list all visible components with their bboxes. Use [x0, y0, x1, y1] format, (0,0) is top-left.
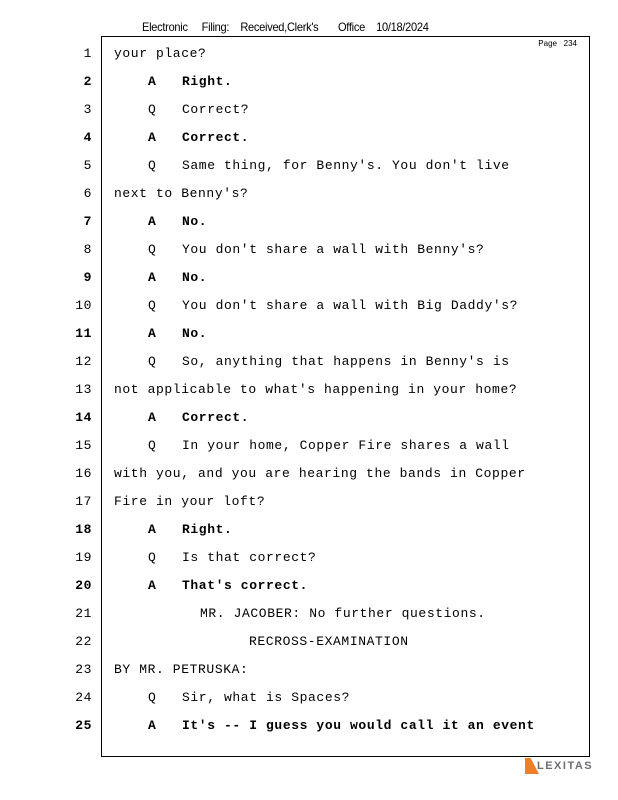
line-text: So, anything that happens in Benny's is [182, 354, 510, 369]
line-text: with you, and you are hearing the bands … [114, 466, 526, 481]
speaker-label: Q [148, 690, 157, 705]
line-number: 1 [83, 46, 92, 61]
line-text: not applicable to what's happening in yo… [114, 382, 518, 397]
line-text: BY MR. PETRUSKA: [114, 662, 249, 677]
line-text: Right. [182, 522, 233, 537]
line-number: 3 [83, 102, 92, 117]
line-number: 11 [75, 326, 92, 341]
line-text: Same thing, for Benny's. You don't live [182, 158, 510, 173]
line-text: next to Benny's? [114, 186, 249, 201]
line-text: You don't share a wall with Big Daddy's? [182, 298, 519, 313]
line-number: 18 [75, 522, 92, 537]
line-text: RECROSS-EXAMINATION [249, 634, 409, 649]
line-text: In your home, Copper Fire shares a wall [182, 438, 510, 453]
line-text: Correct. [182, 130, 250, 145]
line-number: 17 [75, 494, 92, 509]
speaker-label: Q [148, 158, 157, 173]
speaker-label: A [148, 578, 157, 593]
line-number: 23 [75, 662, 92, 677]
speaker-label: A [148, 270, 157, 285]
line-text: MR. JACOBER: No further questions. [200, 606, 486, 621]
line-number: 2 [83, 74, 92, 89]
speaker-label: A [148, 130, 157, 145]
line-number: 13 [75, 382, 92, 397]
line-number: 6 [83, 186, 92, 201]
speaker-label: A [148, 74, 157, 89]
line-number: 5 [83, 158, 92, 173]
line-number: 7 [83, 214, 92, 229]
line-text: You don't share a wall with Benny's? [182, 242, 485, 257]
line-number: 25 [75, 718, 92, 733]
line-text: That's correct. [182, 578, 309, 593]
line-text: Sir, what is Spaces? [182, 690, 351, 705]
speaker-label: Q [148, 354, 157, 369]
line-number: 20 [75, 578, 92, 593]
speaker-label: Q [148, 242, 157, 257]
page-number: Page 234 [538, 39, 577, 48]
filing-stamp-header: Electronic Filing: Received,Clerk's Offi… [142, 20, 429, 34]
speaker-label: A [148, 522, 157, 537]
line-text: No. [182, 270, 208, 285]
speaker-label: A [148, 410, 157, 425]
line-number: 24 [75, 690, 92, 705]
line-text: No. [182, 326, 208, 341]
line-text: your place? [114, 46, 207, 61]
line-text: Is that correct? [182, 550, 317, 565]
lexitas-logo: LEXITAS [525, 758, 593, 774]
line-text: Right. [182, 74, 233, 89]
line-number: 16 [75, 466, 92, 481]
line-number: 14 [75, 410, 92, 425]
line-number: 8 [83, 242, 92, 257]
line-number: 4 [83, 130, 92, 145]
speaker-label: Q [148, 298, 157, 313]
line-number: 12 [75, 354, 92, 369]
line-number: 21 [75, 606, 92, 621]
line-text: Correct. [182, 410, 250, 425]
line-text: Fire in your loft? [114, 494, 266, 509]
speaker-label: Q [148, 438, 157, 453]
transcript-page-frame: Page 234 [101, 36, 590, 757]
speaker-label: A [148, 326, 157, 341]
line-text: It's -- I guess you would call it an eve… [182, 718, 535, 733]
lexitas-logo-text: LEXITAS [537, 760, 594, 772]
speaker-label: Q [148, 550, 157, 565]
line-number: 22 [75, 634, 92, 649]
speaker-label: A [148, 718, 157, 733]
line-number: 10 [75, 298, 92, 313]
line-text: No. [182, 214, 208, 229]
speaker-label: A [148, 214, 157, 229]
line-number: 15 [75, 438, 92, 453]
line-text: Correct? [182, 102, 250, 117]
speaker-label: Q [148, 102, 157, 117]
line-number: 19 [75, 550, 92, 565]
line-number: 9 [83, 270, 92, 285]
